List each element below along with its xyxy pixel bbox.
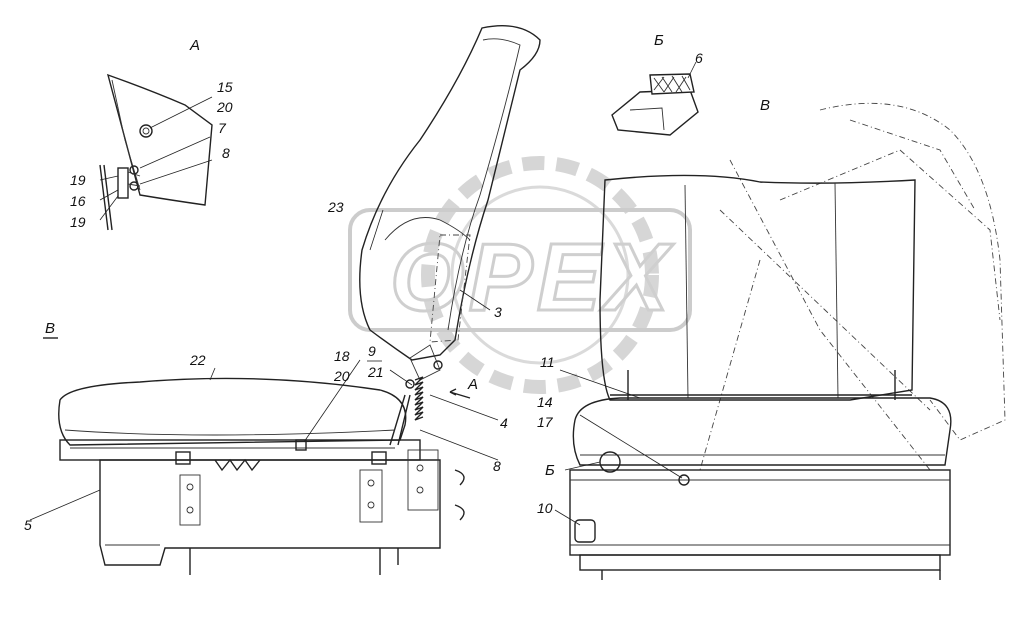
callout-22: 22 bbox=[189, 352, 206, 368]
watermark: OPEX bbox=[348, 156, 692, 394]
view-pointer-b: Б bbox=[545, 462, 555, 479]
callout-5: 5 bbox=[24, 517, 32, 533]
view-label-v-right: В bbox=[760, 97, 770, 114]
view-label-a: А bbox=[189, 37, 200, 54]
callout-6: 6 bbox=[695, 50, 703, 66]
view-arrow-a: А bbox=[467, 376, 478, 393]
callout-20-top: 20 bbox=[216, 99, 233, 115]
callout-4: 4 bbox=[500, 415, 508, 431]
callout-8-top: 8 bbox=[222, 145, 230, 161]
callout-17: 17 bbox=[537, 414, 554, 430]
view-label-v-left: В bbox=[45, 320, 55, 337]
callout-3: 3 bbox=[494, 304, 502, 320]
front-view-v bbox=[554, 102, 1006, 580]
callout-14: 14 bbox=[537, 394, 553, 410]
detail-view-a bbox=[99, 73, 213, 231]
detail-view-b bbox=[611, 61, 699, 136]
callout-7: 7 bbox=[218, 120, 227, 136]
callout-11: 11 bbox=[540, 354, 555, 370]
watermark-text: OPEX bbox=[390, 224, 674, 331]
callout-15: 15 bbox=[217, 79, 233, 95]
callout-21: 21 bbox=[367, 364, 384, 380]
side-view-seat bbox=[29, 25, 541, 575]
callout-19-upper: 19 bbox=[70, 172, 86, 188]
callout-18: 18 bbox=[334, 348, 350, 364]
callout-20-side: 20 bbox=[333, 368, 350, 384]
callout-19-lower: 19 bbox=[70, 214, 86, 230]
callout-16: 16 bbox=[70, 193, 86, 209]
callout-10: 10 bbox=[537, 500, 553, 516]
view-label-b: Б bbox=[654, 32, 664, 49]
callout-8-side: 8 bbox=[493, 458, 501, 474]
callout-9: 9 bbox=[368, 343, 376, 359]
callout-23: 23 bbox=[327, 199, 344, 215]
